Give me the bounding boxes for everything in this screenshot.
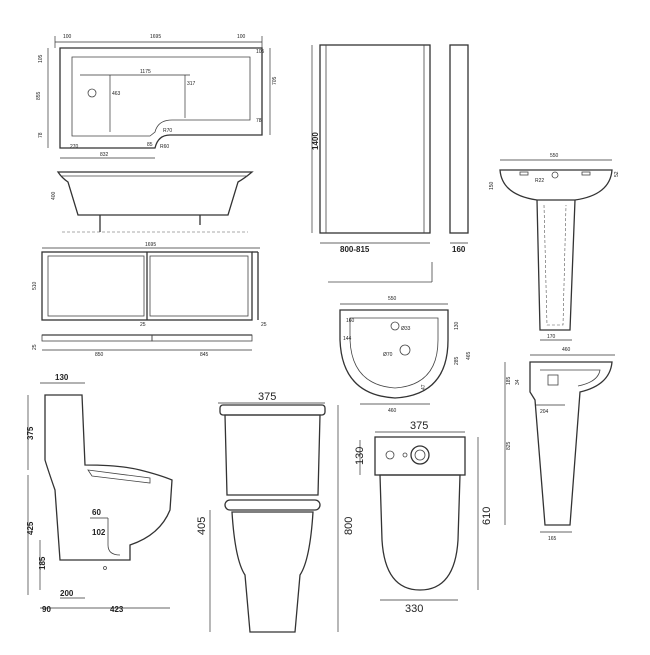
basin-lip-label: 160 — [346, 318, 355, 324]
wc-plan-pan — [379, 474, 461, 591]
panel-height-label: 510 — [32, 281, 38, 290]
basin-bowl-outline — [499, 169, 613, 201]
basin-side-height-label: 825 — [506, 441, 512, 450]
bath-screen-view: 1400 800-815 160 — [311, 44, 469, 283]
wc-side-view: 130 375 425 185 60 102 200 90 423 — [26, 373, 173, 614]
bath-outline — [59, 47, 263, 149]
basin-side-outline — [529, 361, 613, 526]
bath-screen-outline — [319, 44, 431, 234]
screen-depth-label: 160 — [452, 245, 466, 254]
bath-screen-side — [449, 44, 469, 234]
basin-side-c-label: 204 — [540, 409, 549, 415]
wc-plan-cistern-depth-label: 130 — [354, 447, 366, 465]
bath-base-len-label: 832 — [100, 152, 109, 158]
bath-waste-circle — [87, 88, 97, 98]
wc-pan-front — [231, 511, 314, 633]
screen-width-label: 800-815 — [340, 245, 370, 254]
bath-right-bottom-label: 78 — [256, 118, 262, 124]
wc-plan-base-width-label: 330 — [405, 603, 423, 615]
waste-label: Ø70 — [383, 352, 393, 358]
plinth-h-label: 25 — [32, 344, 38, 350]
wc-top-h-label: 375 — [26, 426, 35, 440]
basin-tap-hole — [390, 321, 400, 331]
wc-overall-depth-label: 423 — [110, 605, 124, 614]
basin-waste — [399, 344, 411, 356]
wc-seat-h-label: 425 — [26, 521, 35, 535]
bath-right-margin-label: 100 — [237, 34, 246, 40]
basin-plan-width-label: 550 — [388, 296, 397, 302]
basin-side-a-label: 130 — [454, 321, 460, 330]
basin-radius-label: R22 — [535, 178, 544, 184]
panel-length-label: 1695 — [145, 242, 156, 248]
basin-width-label: 550 — [550, 153, 559, 159]
basin-pedestal-outline — [536, 199, 576, 331]
bath-side-view: 400 — [51, 171, 254, 233]
wc-seat-outline — [87, 469, 151, 484]
bath-plan-view: 1695 100 100 1175 463 317 105 105 855 70… — [36, 34, 278, 159]
wc-cistern-body — [224, 414, 321, 496]
wc-side-outline — [44, 394, 173, 561]
bath-side-outline — [56, 171, 254, 216]
bath-left-top-label: 105 — [38, 54, 44, 63]
basin-side-width-label: 460 — [562, 347, 571, 353]
plinth-small-label: 25 — [140, 322, 146, 328]
bath-inner-outline — [71, 56, 251, 137]
wc-plan-width-label: 375 — [410, 420, 428, 432]
plinth-a-label: 850 — [95, 352, 104, 358]
wc-cistern-h-label: 130 — [55, 373, 69, 382]
bath-inner-h1-label: 463 — [112, 91, 121, 97]
screen-height-label: 1400 — [311, 132, 320, 150]
basin-side-view: 460 185 34 204 825 165 — [504, 347, 615, 542]
wc-floor-b-label: 90 — [42, 605, 51, 614]
plinth-b-label: 845 — [200, 352, 209, 358]
basin-depth-label: 465 — [466, 351, 472, 360]
basin-side-b-label: 144 — [343, 336, 352, 342]
basin-bowl-depth-label: 150 — [489, 181, 495, 190]
basin-pedestal-depth-label: 165 — [548, 536, 557, 542]
bath-waste-offset-label: 270 — [70, 144, 79, 150]
wc-plan-cistern — [374, 436, 466, 476]
bath-curve-a-label: 85 — [147, 142, 153, 148]
bath-width-label: 1695 — [150, 34, 161, 40]
bath-left-margin-label: 100 — [63, 34, 72, 40]
basin-plan-outline — [339, 309, 449, 399]
wc-seat-front — [224, 499, 321, 511]
bath-curve-r1-label: R70 — [163, 128, 172, 134]
wc-front-width-label: 375 — [258, 391, 276, 403]
bath-left-bottom-label: 78 — [38, 132, 44, 138]
basin-front-view: 550 150 52 R22 170 — [489, 153, 620, 341]
wc-plan-length-label: 610 — [481, 507, 493, 525]
bath-right-top-label: 105 — [256, 49, 265, 55]
basin-side-b-label2: 34 — [515, 379, 521, 385]
bath-panel-view: 1695 510 25 25 850 845 25 — [32, 242, 267, 358]
basin-top-offset-label: 52 — [614, 171, 620, 177]
wc-pan-h-label: 185 — [38, 556, 47, 570]
bath-curve-r2-label: R60 — [160, 144, 169, 150]
basin-bottom-label: 47 — [421, 384, 427, 390]
wc-flush-button — [410, 445, 430, 465]
wc-outlet-x-label: 60 — [92, 508, 101, 517]
basin-back-width-label: 460 — [388, 408, 397, 414]
bath-side-height-label: 400 — [51, 191, 57, 200]
wc-cistern-lid — [219, 404, 326, 416]
wc-outlet-h-label: 102 — [92, 528, 106, 537]
bath-inner-h2-label: 317 — [187, 81, 196, 87]
wc-plan-view: 375 130 610 330 — [354, 420, 493, 615]
basin-plan-view: 550 160 Ø33 Ø70 130 144 465 285 47 460 — [339, 296, 472, 414]
wc-front-height-label: 800 — [343, 517, 355, 535]
bath-inner-len-label: 1175 — [140, 69, 151, 75]
bath-height-left-label: 855 — [36, 91, 42, 100]
wc-front-view: 375 405 800 — [196, 391, 355, 633]
basin-center-label: 285 — [454, 356, 460, 365]
panel-end-depth-label: 25 — [261, 322, 267, 328]
tap-hole-label: Ø33 — [401, 326, 411, 332]
wc-floor-a-label: 200 — [60, 589, 74, 598]
wc-front-seat-h-label: 405 — [196, 517, 208, 535]
bath-height-right-label: 705 — [272, 76, 278, 85]
pedestal-base-label: 170 — [547, 334, 556, 340]
basin-side-a-label2: 185 — [506, 376, 512, 385]
